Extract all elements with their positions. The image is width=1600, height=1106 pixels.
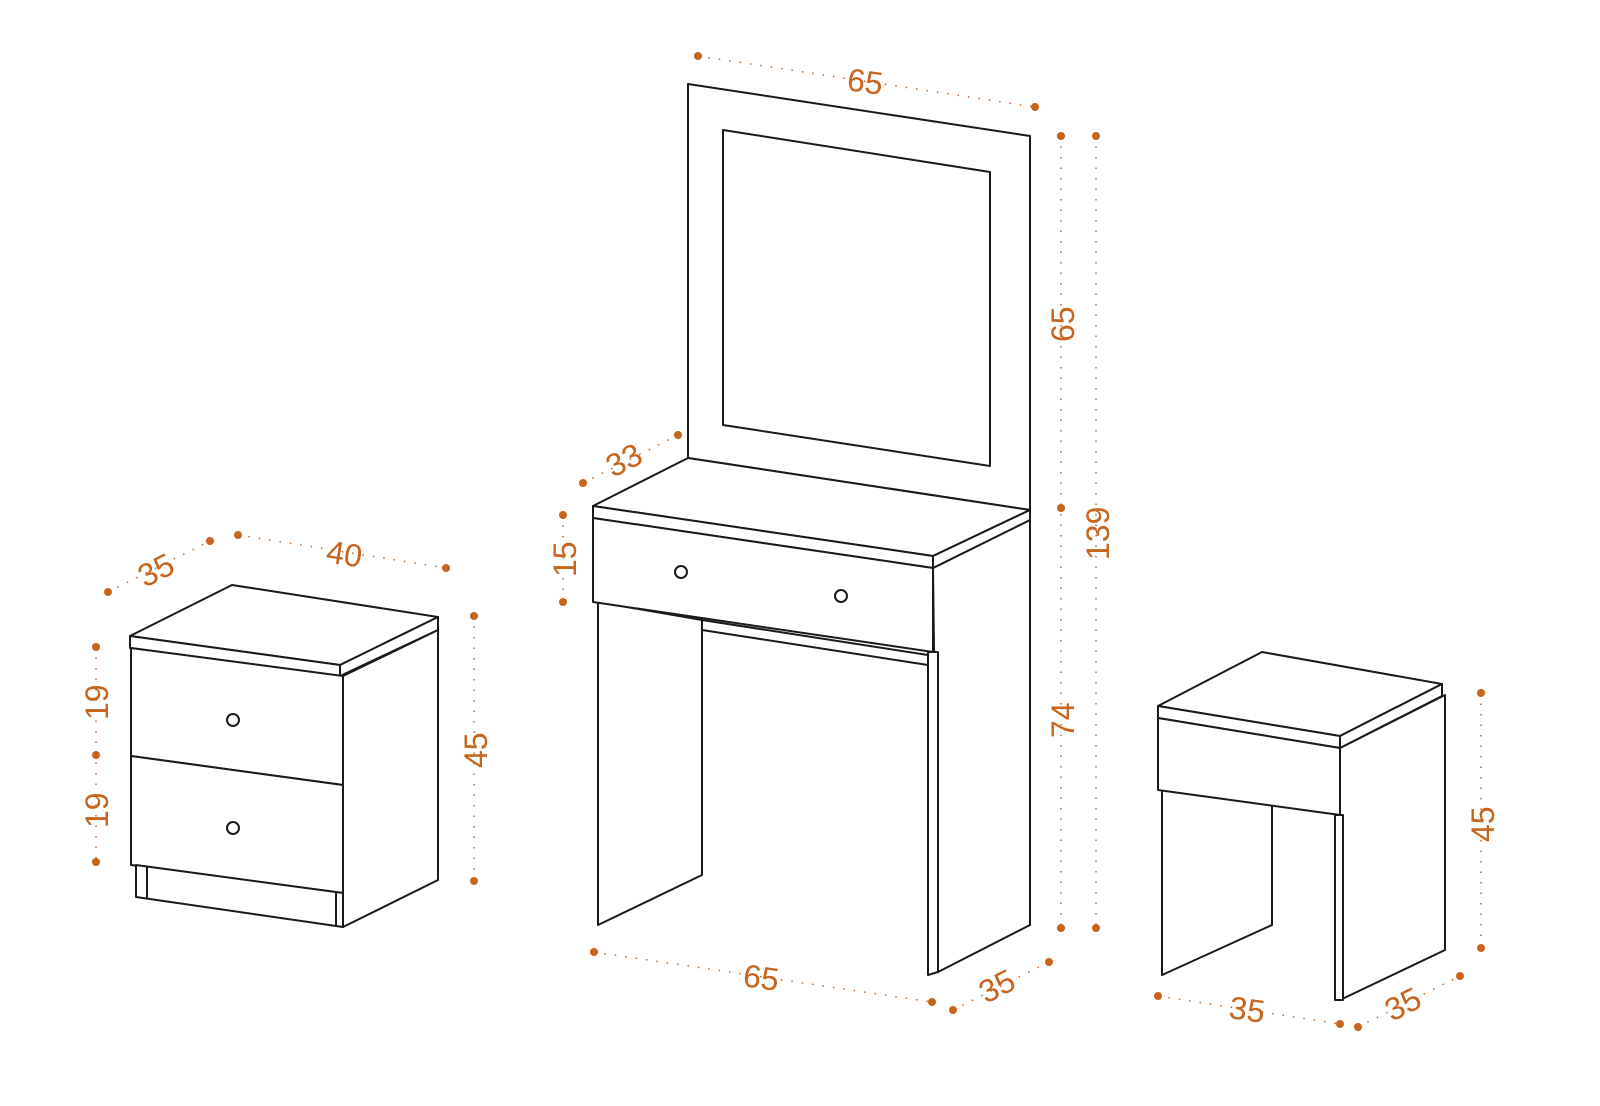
stool-height-label: 45 xyxy=(1465,806,1501,842)
knob-icon xyxy=(226,821,240,835)
nightstand-depth-label: 35 xyxy=(132,546,180,594)
vanity-top-depth-label: 33 xyxy=(600,436,648,484)
stool-width-label: 35 xyxy=(1227,989,1267,1030)
knob-icon xyxy=(834,589,848,603)
vanity-mirror-width-label: 65 xyxy=(845,61,885,102)
nightstand-width-label: 40 xyxy=(324,533,365,574)
knob-icon xyxy=(226,713,240,727)
vanity-depth-label: 35 xyxy=(973,962,1021,1010)
dimension-lines xyxy=(92,52,1485,1031)
vanity-width-label: 65 xyxy=(741,957,781,998)
stool-drawing xyxy=(1157,651,1446,1001)
vanity-drawer-height-label: 15 xyxy=(547,541,583,577)
vanity-table-height-label: 74 xyxy=(1045,702,1081,738)
vanity-drawing xyxy=(592,83,1031,976)
knob-icon xyxy=(674,565,688,579)
vanity-total-height-label: 139 xyxy=(1080,507,1116,560)
stool-depth-label: 35 xyxy=(1379,980,1427,1028)
nightstand-drawer-bottom-label: 19 xyxy=(79,792,115,828)
nightstand-height-label: 45 xyxy=(458,732,494,768)
nightstand-drawer-top-label: 19 xyxy=(79,684,115,720)
vanity-mirror-height-label: 65 xyxy=(1045,306,1081,342)
nightstand-drawing xyxy=(129,584,439,928)
